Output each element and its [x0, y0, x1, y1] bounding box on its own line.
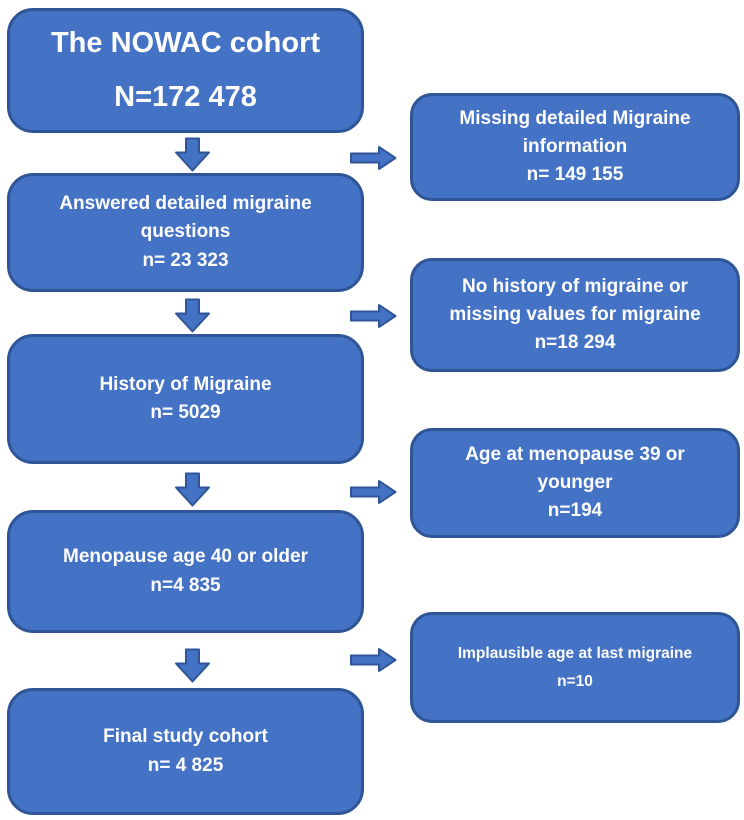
node-final-text: Final study cohort n= 4 825	[103, 726, 268, 776]
node-implausible-text: Implausible age at last migraine n=10	[457, 645, 693, 690]
node-no-history-or-missing-values: No history of migraine or missing values…	[410, 258, 740, 372]
node-menopause-age-40-or-older: Menopause age 40 or older n=4 835	[7, 510, 364, 633]
node-implausible-age-at-last-migraine: Implausible age at last migraine n=10	[410, 612, 740, 723]
down-arrow-icon	[174, 137, 211, 172]
node-history-of-migraine: History of Migraine n= 5029	[7, 334, 364, 464]
right-arrow-icon	[350, 647, 397, 673]
node-answered-detailed-migraine-questions: Answered detailed migraine questions n= …	[7, 173, 364, 292]
node-missing-info-text: Missing detailed Migraine information n=…	[459, 107, 691, 186]
right-arrow-icon	[350, 303, 397, 329]
node-age-39-text: Age at menopause 39 or younger n=194	[465, 443, 685, 522]
node-final-study-cohort: Final study cohort n= 4 825	[7, 688, 364, 815]
down-arrow-icon	[174, 298, 211, 333]
node-nowac-cohort-text: The NOWAC cohort N=172 478	[50, 26, 321, 113]
node-age-at-menopause-39-or-younger: Age at menopause 39 or younger n=194	[410, 428, 740, 538]
node-nowac-cohort: The NOWAC cohort N=172 478	[7, 8, 364, 133]
node-missing-detailed-migraine-information: Missing detailed Migraine information n=…	[410, 93, 740, 201]
down-arrow-icon	[174, 472, 211, 507]
node-menopause-text: Menopause age 40 or older n=4 835	[63, 546, 308, 596]
down-arrow-icon	[174, 648, 211, 683]
right-arrow-icon	[350, 479, 397, 505]
node-answered-text: Answered detailed migraine questions n= …	[59, 193, 312, 271]
node-no-history-text: No history of migraine or missing values…	[449, 275, 701, 354]
right-arrow-icon	[350, 145, 397, 171]
node-history-text: History of Migraine n= 5029	[99, 373, 272, 423]
